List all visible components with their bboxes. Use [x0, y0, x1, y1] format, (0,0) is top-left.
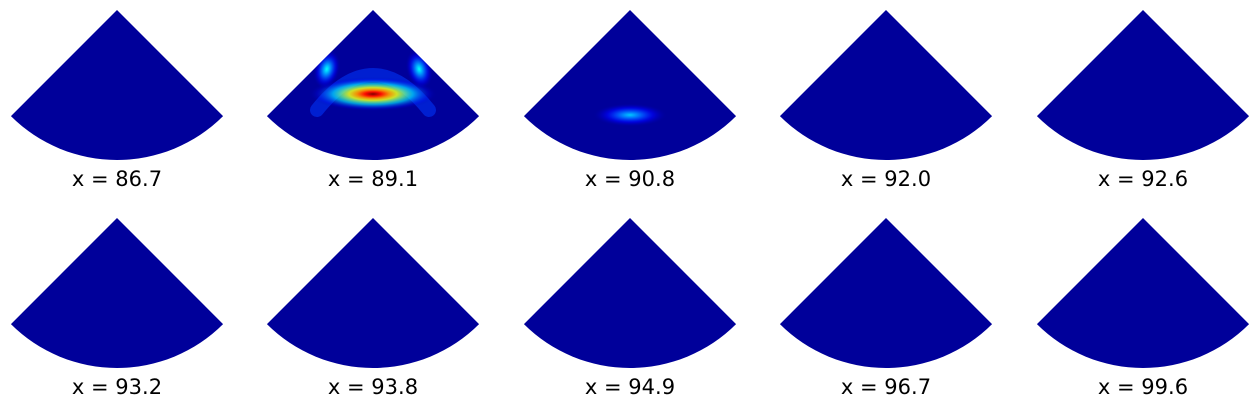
panel-2: x = 89.1: [266, 10, 480, 191]
panel-5: x = 92.6: [1036, 10, 1250, 191]
sector-field: [779, 10, 993, 161]
panel-9: x = 96.7: [779, 218, 993, 399]
panel-6: x = 93.2: [10, 218, 224, 399]
sector-field: [1036, 10, 1250, 161]
panel-title: x = 93.2: [72, 375, 162, 399]
sector-field: [523, 218, 737, 369]
panel-title: x = 94.9: [585, 375, 675, 399]
panel-title: x = 92.6: [1098, 167, 1188, 191]
panel-title: x = 96.7: [841, 375, 931, 399]
hotspot: [593, 103, 667, 127]
hotspot: [309, 77, 437, 111]
panel-10: x = 99.6: [1036, 218, 1250, 399]
sector-field: [266, 218, 480, 369]
sector-field: [523, 10, 737, 161]
sector-field: [1036, 218, 1250, 369]
sector-field: [10, 218, 224, 369]
panel-title: x = 89.1: [328, 167, 418, 191]
panel-title: x = 92.0: [841, 167, 931, 191]
panel-title: x = 99.6: [1098, 375, 1188, 399]
sector-field: [779, 218, 993, 369]
panel-7: x = 93.8: [266, 218, 480, 399]
panel-4: x = 92.0: [779, 10, 993, 191]
sector-field: [10, 10, 224, 161]
panel-8: x = 94.9: [523, 218, 737, 399]
panel-3: x = 90.8: [523, 10, 737, 191]
panel-title: x = 93.8: [328, 375, 418, 399]
panel-title: x = 90.8: [585, 167, 675, 191]
panel-title: x = 86.7: [72, 167, 162, 191]
panel-1: x = 86.7: [10, 10, 224, 191]
